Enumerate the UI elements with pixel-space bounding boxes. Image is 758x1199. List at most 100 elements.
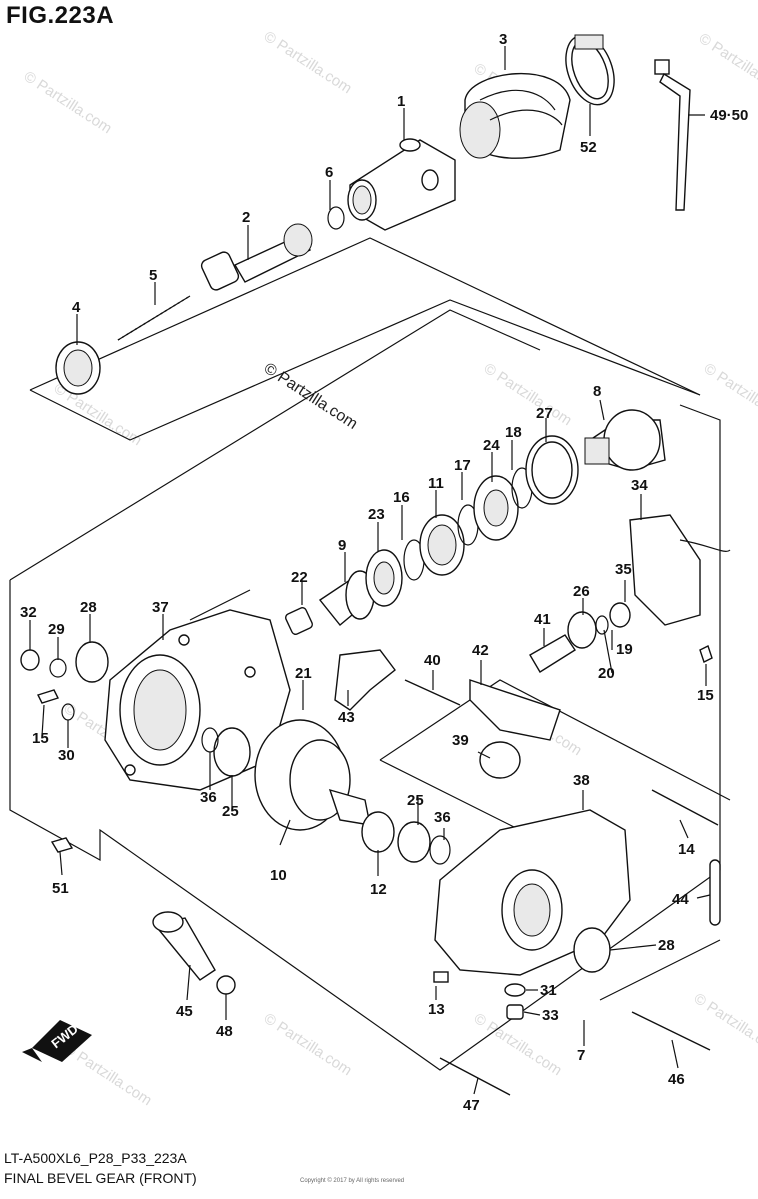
fwd-arrow-icon: FWD xyxy=(22,1020,92,1062)
callout-2: 2 xyxy=(242,209,250,226)
fine-print: Copyright © 2017 by All rights reserved xyxy=(300,1178,405,1184)
part-universal-joint xyxy=(347,138,456,231)
callout-10: 10 xyxy=(270,867,287,884)
callout-39: 39 xyxy=(452,732,469,749)
callout-5: 5 xyxy=(149,267,157,284)
callout-25b: 25 xyxy=(407,792,424,809)
part-differential-gear-10 xyxy=(201,719,371,831)
callout-22: 22 xyxy=(291,569,308,586)
part-bearings-right-of-diff xyxy=(361,811,451,865)
callout-36: 36 xyxy=(200,789,217,806)
figure-name: FINAL BEVEL GEAR (FRONT) xyxy=(4,1170,197,1186)
part-shaft-40 xyxy=(404,679,461,706)
leader-lines xyxy=(29,46,711,1095)
callout-8: 8 xyxy=(593,383,601,400)
callout-15: 15 xyxy=(32,730,49,747)
part-output-gear-8 xyxy=(584,409,666,471)
callout-11: 11 xyxy=(428,475,444,492)
callout-36b: 36 xyxy=(434,809,451,826)
model-code: LT-A500XL6_P28_P33_223A xyxy=(4,1150,187,1166)
callout-1: 1 xyxy=(397,93,405,110)
callout-3: 3 xyxy=(499,31,507,48)
callout-51: 51 xyxy=(52,880,69,897)
callout-42: 42 xyxy=(472,642,489,659)
outline-upper-bottom xyxy=(29,299,701,441)
part-washer-48 xyxy=(216,975,236,995)
callout-labels: 1 2 3 4 5 6 8 9 10 11 12 13 14 15 15 16 … xyxy=(20,31,748,1114)
part-sleeve-39 xyxy=(479,741,521,779)
callout-41: 41 xyxy=(534,611,551,628)
callout-24: 24 xyxy=(483,437,500,454)
callout-20: 20 xyxy=(598,665,615,682)
part-boot-45 xyxy=(152,911,216,981)
part-bearings-stack xyxy=(365,435,579,607)
outline-inner-c xyxy=(599,939,721,1001)
callout-21: 21 xyxy=(295,665,312,682)
part-cable-tie xyxy=(654,59,691,211)
part-actuator-34 xyxy=(629,514,731,626)
callout-46: 46 xyxy=(668,1071,685,1088)
callout-23: 23 xyxy=(368,506,385,523)
part-spring-cap xyxy=(55,341,101,395)
callout-45: 45 xyxy=(176,1003,193,1020)
outline-upper-top xyxy=(29,237,701,396)
part-plug-33 xyxy=(506,1004,524,1020)
callout-28b: 28 xyxy=(658,937,675,954)
part-oil-seal-28 xyxy=(573,927,611,973)
callout-12: 12 xyxy=(370,881,387,898)
figure-label: FIG.223A xyxy=(6,2,115,29)
callout-28: 28 xyxy=(80,599,97,616)
part-propeller-shaft xyxy=(200,223,313,291)
part-circlip-6 xyxy=(327,206,345,230)
part-shift-fork-43 xyxy=(334,649,396,711)
outline-main-top xyxy=(9,309,541,581)
part-bolt-47 xyxy=(439,1057,511,1096)
callout-13: 13 xyxy=(428,1001,445,1018)
part-shift-fork-42 xyxy=(469,679,561,741)
callout-16: 16 xyxy=(393,489,410,506)
part-clip-44 xyxy=(709,859,721,926)
callout-19: 19 xyxy=(616,641,633,658)
callout-25: 25 xyxy=(222,803,239,820)
callout-15b: 15 xyxy=(697,687,714,704)
part-left-seals xyxy=(20,641,109,853)
callout-14: 14 xyxy=(678,841,695,858)
part-bolt-14 xyxy=(651,789,719,826)
callout-7: 7 xyxy=(577,1047,585,1064)
part-spring xyxy=(117,295,191,341)
callout-43: 43 xyxy=(338,709,355,726)
part-rubber-boot xyxy=(459,72,571,159)
callout-48: 48 xyxy=(216,1023,233,1040)
callout-38: 38 xyxy=(573,772,590,789)
part-washer-31 xyxy=(504,983,526,997)
callout-35: 35 xyxy=(615,561,632,578)
callout-17: 17 xyxy=(454,457,471,474)
part-bolt-46 xyxy=(631,1011,711,1051)
callout-49-50: 49·50 xyxy=(710,107,748,124)
callout-33: 33 xyxy=(542,1007,559,1024)
part-boot-clamp xyxy=(565,34,615,106)
callout-6: 6 xyxy=(325,164,333,181)
callout-18: 18 xyxy=(505,424,522,441)
callout-37: 37 xyxy=(152,599,169,616)
part-actuator-small-parts xyxy=(529,602,713,673)
part-bolt-13 xyxy=(433,971,449,983)
outline-inner-d xyxy=(189,589,251,621)
callout-9: 9 xyxy=(338,537,346,554)
callout-26: 26 xyxy=(573,583,590,600)
outline-main xyxy=(9,404,721,1071)
callout-44: 44 xyxy=(672,891,689,908)
callout-29: 29 xyxy=(48,621,65,638)
callout-40: 40 xyxy=(424,652,441,669)
callout-27: 27 xyxy=(536,405,553,422)
callout-47: 47 xyxy=(463,1097,480,1114)
callout-31: 31 xyxy=(540,982,557,999)
callout-34: 34 xyxy=(631,477,648,494)
outline-inner-a xyxy=(379,679,731,801)
callout-30: 30 xyxy=(58,747,75,764)
callout-52: 52 xyxy=(580,139,597,156)
callout-4: 4 xyxy=(72,299,81,316)
callout-32: 32 xyxy=(20,604,37,621)
